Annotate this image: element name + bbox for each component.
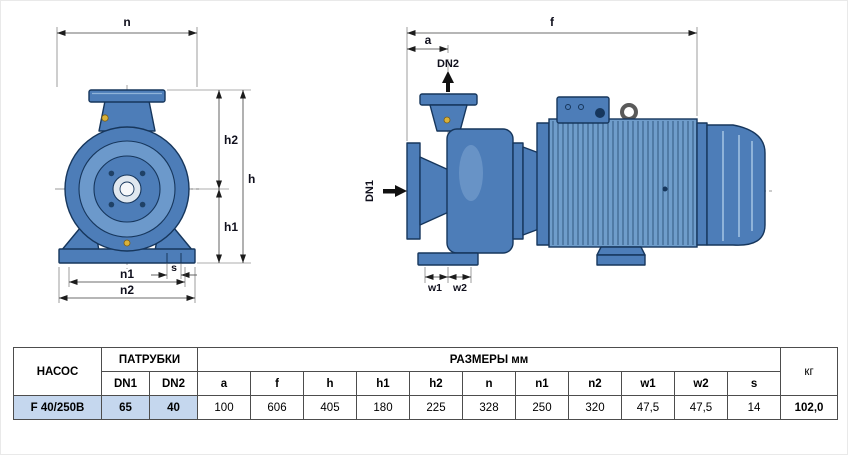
terminal-box-screw [578,104,584,110]
motor-rear-ring [696,122,708,246]
dim-h-group: h2 h h1 [167,89,255,264]
dim-a: a [407,33,449,53]
header-row-columns: DN1 DN2 a f h h1 h2 n n1 n2 w1 w2 s [14,371,838,396]
dim-label-n1: n1 [120,267,134,281]
lifting-eye [620,103,638,121]
discharge-flange-side [419,93,478,106]
dimensions-table: НАСОС ПАТРУБКИ РАЗМЕРЫ мм кг DN1 DN2 a f… [13,347,839,420]
col-header-n: n [462,371,516,396]
cell-h: 405 [303,395,357,420]
cell-weight: 102,0 [780,395,839,420]
motor-foot-web [596,246,646,256]
header-row-groups: НАСОС ПАТРУБКИ РАЗМЕРЫ мм кг [13,347,839,396]
cell-w1: 47,5 [621,395,675,420]
dim-label-s: s [171,262,177,274]
dim-label-w1: w1 [427,282,442,294]
cell-h1: 180 [356,395,410,420]
dim-label-f: f [550,15,555,29]
discharge-flange [88,89,166,103]
dn1-callout: DN1 [364,180,407,202]
col-header-h2: h2 [409,371,463,396]
dim-label-n: n [123,15,130,29]
col-header-weight: кг [780,347,839,396]
pump-casing [64,126,190,252]
col-header-pump: НАСОС [13,347,102,396]
drain-plug [662,186,668,192]
col-header-dn2: DN2 [149,371,198,396]
cell-f: 606 [250,395,304,420]
front-view: n h2 h h1 [55,15,255,303]
col-header-f: f [250,371,304,396]
col-header-dn1: DN1 [101,371,150,396]
col-header-h1: h1 [356,371,410,396]
dn1-label: DN1 [364,180,376,202]
dn2-arrow-icon [442,71,454,83]
casing-cover [512,142,524,240]
col-header-a: a [197,371,251,396]
fan-cover [706,124,766,246]
dim-label-h: h [248,172,255,186]
col-header-n1: n1 [515,371,569,396]
col-header-w2: w2 [674,371,728,396]
motor-foot [596,254,646,266]
dim-n2: n2 [58,267,196,303]
dim-s: s [151,262,197,279]
brass-plug-bottom [123,239,131,247]
side-view: f a DN2 DN1 [364,15,773,294]
cell-pump-name: F 40/250B [13,395,102,420]
dimensional-drawing: n h2 h h1 [1,1,847,341]
dim-label-n2: n2 [120,283,134,297]
col-header-dimensions: РАЗМЕРЫ мм [196,347,782,372]
dim-label-a: a [425,33,432,47]
col-header-w1: w1 [621,371,675,396]
brass-plug-top [101,114,109,122]
dn1-arrow-stem [383,189,395,194]
dim-w-group: w1 w2 [424,267,472,294]
volute-highlight [459,145,483,201]
terminal-box-screw [565,104,571,110]
cell-s: 14 [726,395,782,420]
dn2-callout: DN2 [437,58,459,92]
cell-a: 100 [197,395,251,420]
col-header-ports: ПАТРУБКИ [101,347,198,372]
cell-h2: 225 [409,395,463,420]
bolt-hole [139,201,146,208]
dim-label-h1: h1 [224,220,238,234]
motor [536,96,766,266]
terminal-box [556,96,610,124]
cell-n1: 250 [515,395,569,420]
dn2-label: DN2 [437,58,459,70]
cell-dn1: 65 [101,395,150,420]
brass-plug-side [443,116,451,124]
table-row-f40-250b: F 40/250B 65 40 100 606 405 180 225 328 … [13,395,839,420]
dim-label-h2: h2 [224,133,238,147]
shaft-bore [119,181,135,197]
bolt-hole [108,201,115,208]
dn2-arrow-stem [446,83,450,92]
motor-fins [552,121,694,245]
bolt-hole [108,170,115,177]
dn1-arrow-icon [395,185,407,197]
suction-flange [406,142,421,240]
col-header-n2: n2 [568,371,622,396]
motor-front-ring [536,122,550,246]
dim-n1: n1 [68,267,186,287]
cell-n: 328 [462,395,516,420]
dim-n: n [56,15,198,87]
cell-w2: 47,5 [674,395,728,420]
bolt-hole [139,170,146,177]
pump-foot [417,252,479,266]
cell-n2: 320 [568,395,622,420]
col-header-h: h [303,371,357,396]
cell-dn2: 40 [149,395,198,420]
dim-label-w2: w2 [452,282,467,294]
pump-technical-drawing: n h2 h h1 [55,15,773,303]
cable-gland [595,108,605,118]
col-header-s: s [726,371,782,396]
